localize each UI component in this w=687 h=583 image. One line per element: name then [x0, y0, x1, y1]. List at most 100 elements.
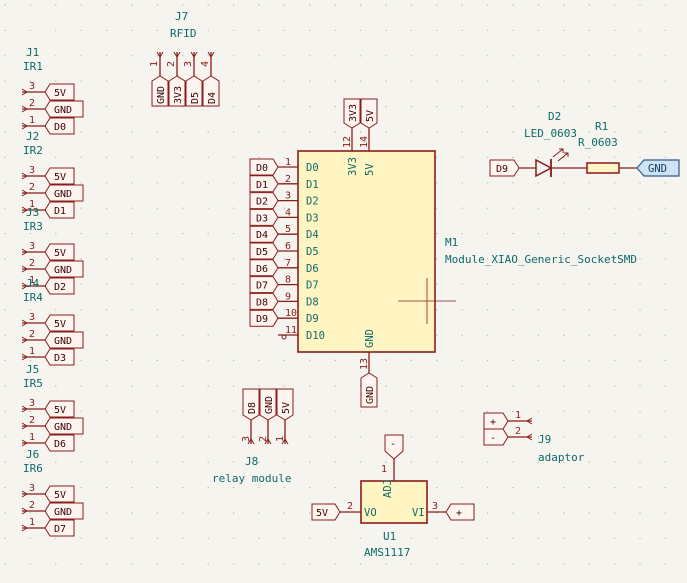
regulator-vo-net: 5V	[316, 508, 328, 519]
grid-dot	[29, 537, 32, 540]
grid-dot	[156, 512, 159, 514]
grid-dot	[29, 309, 32, 311]
xiao-net-text: D4	[256, 230, 268, 241]
grid-dot	[410, 537, 413, 540]
xiao-pin-number: 5	[285, 224, 291, 235]
grid-dot	[29, 334, 32, 336]
grid-dot	[461, 486, 463, 489]
ir-pin-net-text: D0	[54, 122, 66, 133]
grid-dot	[512, 486, 514, 489]
grid-dot	[461, 436, 463, 438]
grid-dot	[131, 131, 133, 133]
grid-dot	[29, 385, 32, 387]
grid-dot	[283, 258, 286, 260]
grid-dot	[182, 55, 184, 57]
grid-dot	[537, 182, 540, 184]
led-resistor-branch[interactable]: D2 LED_0603 R1 R_0603 D9 GND	[489, 110, 680, 178]
grid-dot	[563, 461, 565, 463]
grid-dot	[4, 258, 6, 260]
grid-dot	[55, 537, 57, 540]
regulator[interactable]: ADJ VO VI 1 - 2 5V 3 + U1 AMS1117	[311, 434, 475, 559]
grid-dot	[537, 359, 540, 362]
grid-dot	[664, 436, 667, 438]
ir-pin-net-text: GND	[54, 265, 72, 276]
grid-dot	[410, 80, 413, 82]
grid-dot	[182, 131, 184, 133]
grid-dot	[664, 283, 667, 286]
grid-dot	[537, 436, 540, 438]
ir-ref: J3	[26, 206, 39, 219]
grid-dot	[232, 232, 235, 235]
grid-dot	[359, 410, 362, 413]
led-ref: D2	[548, 110, 561, 123]
grid-dot	[639, 563, 641, 565]
ir-value: IR4	[23, 291, 43, 304]
grid-dot	[461, 410, 463, 413]
ir-pin-marker	[21, 319, 28, 327]
grid-dot	[283, 105, 286, 108]
grid-dot	[182, 207, 184, 209]
grid-dot	[207, 156, 209, 159]
grid-dot	[613, 486, 616, 489]
grid-dot	[436, 461, 438, 463]
grid-dot	[588, 359, 590, 362]
grid-dot	[563, 55, 565, 57]
rfid-net-text: GND	[156, 86, 167, 104]
grid-dot	[29, 156, 32, 159]
adaptor-pin-marker	[526, 417, 533, 425]
grid-dot	[283, 182, 286, 184]
rfid-net-flag	[168, 75, 186, 107]
grid-dot	[131, 4, 133, 6]
grid-dot	[563, 512, 565, 514]
ir-pin-marker	[21, 353, 28, 361]
grid-dot	[207, 258, 209, 260]
grid-dot	[131, 436, 133, 438]
ir-pin-marker	[21, 439, 28, 447]
grid-dot	[29, 80, 32, 82]
grid-dot	[156, 537, 159, 540]
grid-dot	[80, 563, 82, 565]
rfid-net-flag	[202, 75, 220, 107]
grid-dot	[512, 105, 514, 108]
adaptor-connector[interactable]: +1-2 J9 adaptor	[483, 410, 585, 464]
grid-dot	[461, 385, 463, 387]
grid-dot	[639, 207, 641, 209]
xiao-pin-name: D4	[306, 229, 319, 241]
grid-dot	[537, 385, 540, 387]
grid-dot	[613, 207, 616, 209]
grid-dot	[105, 461, 108, 463]
ir-pin-net-flag	[44, 201, 75, 219]
grid-dot	[537, 207, 540, 209]
grid-dot	[29, 512, 32, 514]
grid-dot	[359, 80, 362, 82]
ir-pin-marker	[21, 282, 28, 290]
grid-dot	[283, 486, 286, 489]
grid-dot	[80, 309, 82, 311]
grid-dot	[105, 283, 108, 286]
grid-dot	[563, 4, 565, 6]
grid-dot	[156, 385, 159, 387]
grid-dot	[232, 309, 235, 311]
grid-dot	[283, 537, 286, 540]
grid-dot	[639, 4, 641, 6]
xiao-nc-marker	[281, 334, 287, 340]
grid-dot	[563, 283, 565, 286]
ir-pin-net-flag	[44, 277, 75, 295]
ir-pin-marker	[21, 336, 28, 344]
grid-dot	[436, 309, 438, 311]
grid-dot	[55, 309, 57, 311]
resistor-symbol	[586, 162, 620, 174]
grid-dot	[613, 461, 616, 463]
grid-dot	[410, 131, 413, 133]
grid-dot	[80, 486, 82, 489]
grid-dot	[613, 258, 616, 260]
